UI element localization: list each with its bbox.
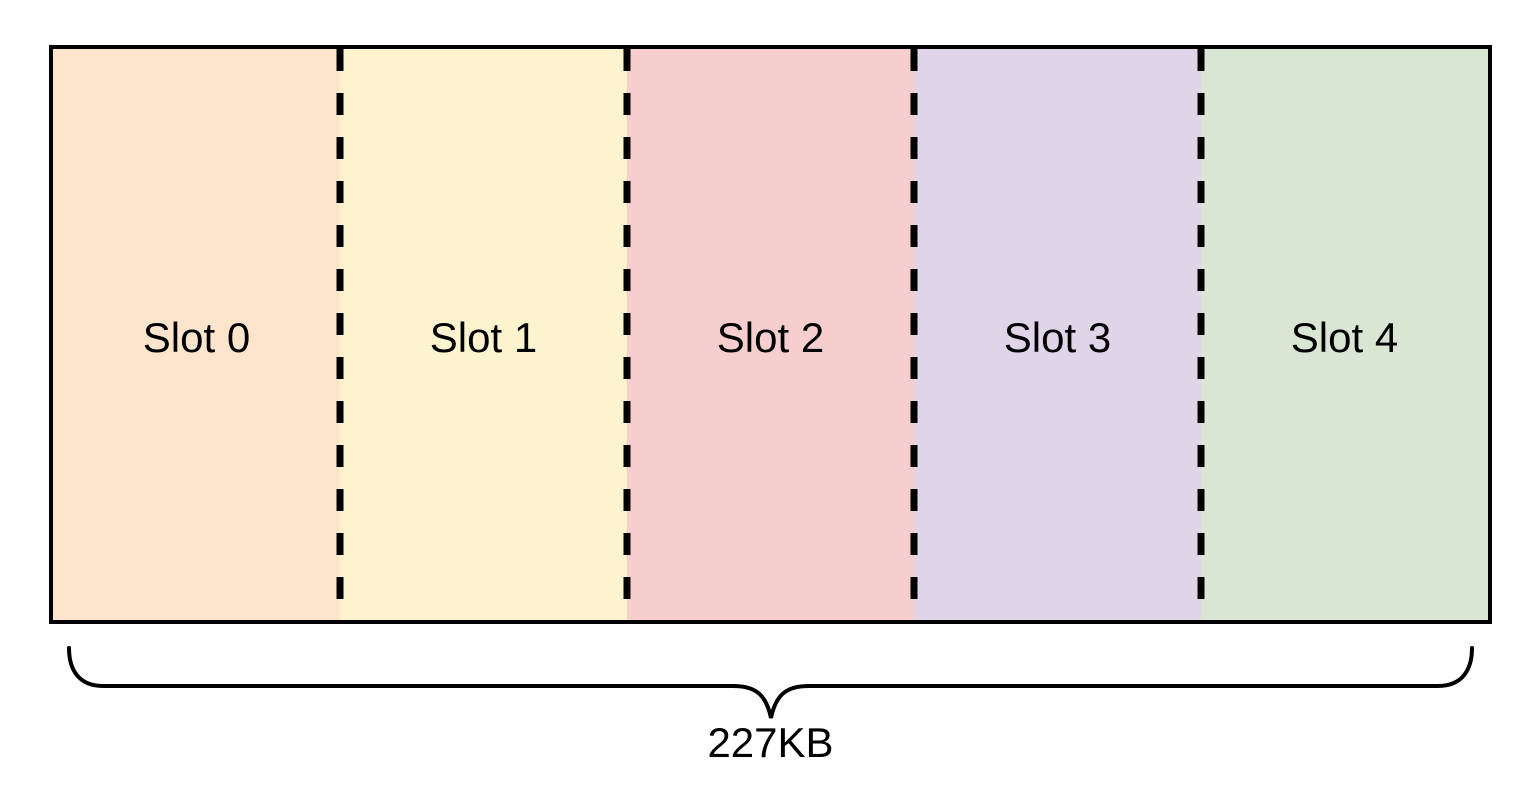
slot-3: Slot 3 (914, 49, 1201, 620)
slot-1-label: Slot 1 (429, 313, 538, 361)
slot-0-label: Slot 0 (142, 313, 251, 361)
total-size-label: 227KB (707, 719, 834, 766)
slot-0: Slot 0 (53, 49, 340, 620)
slot-1: Slot 1 (340, 49, 627, 620)
brace-path (67, 646, 1474, 719)
slot-2: Slot 2 (627, 49, 914, 620)
slot-4: Slot 4 (1201, 49, 1488, 620)
slot-2-label: Slot 2 (716, 313, 825, 361)
total-size-brace (67, 646, 1474, 719)
slot-3-label: Slot 3 (1003, 313, 1112, 361)
memory-block: Slot 0 Slot 1 Slot 2 Slot 3 Slot 4 (49, 45, 1492, 624)
slot-4-label: Slot 4 (1290, 313, 1399, 361)
